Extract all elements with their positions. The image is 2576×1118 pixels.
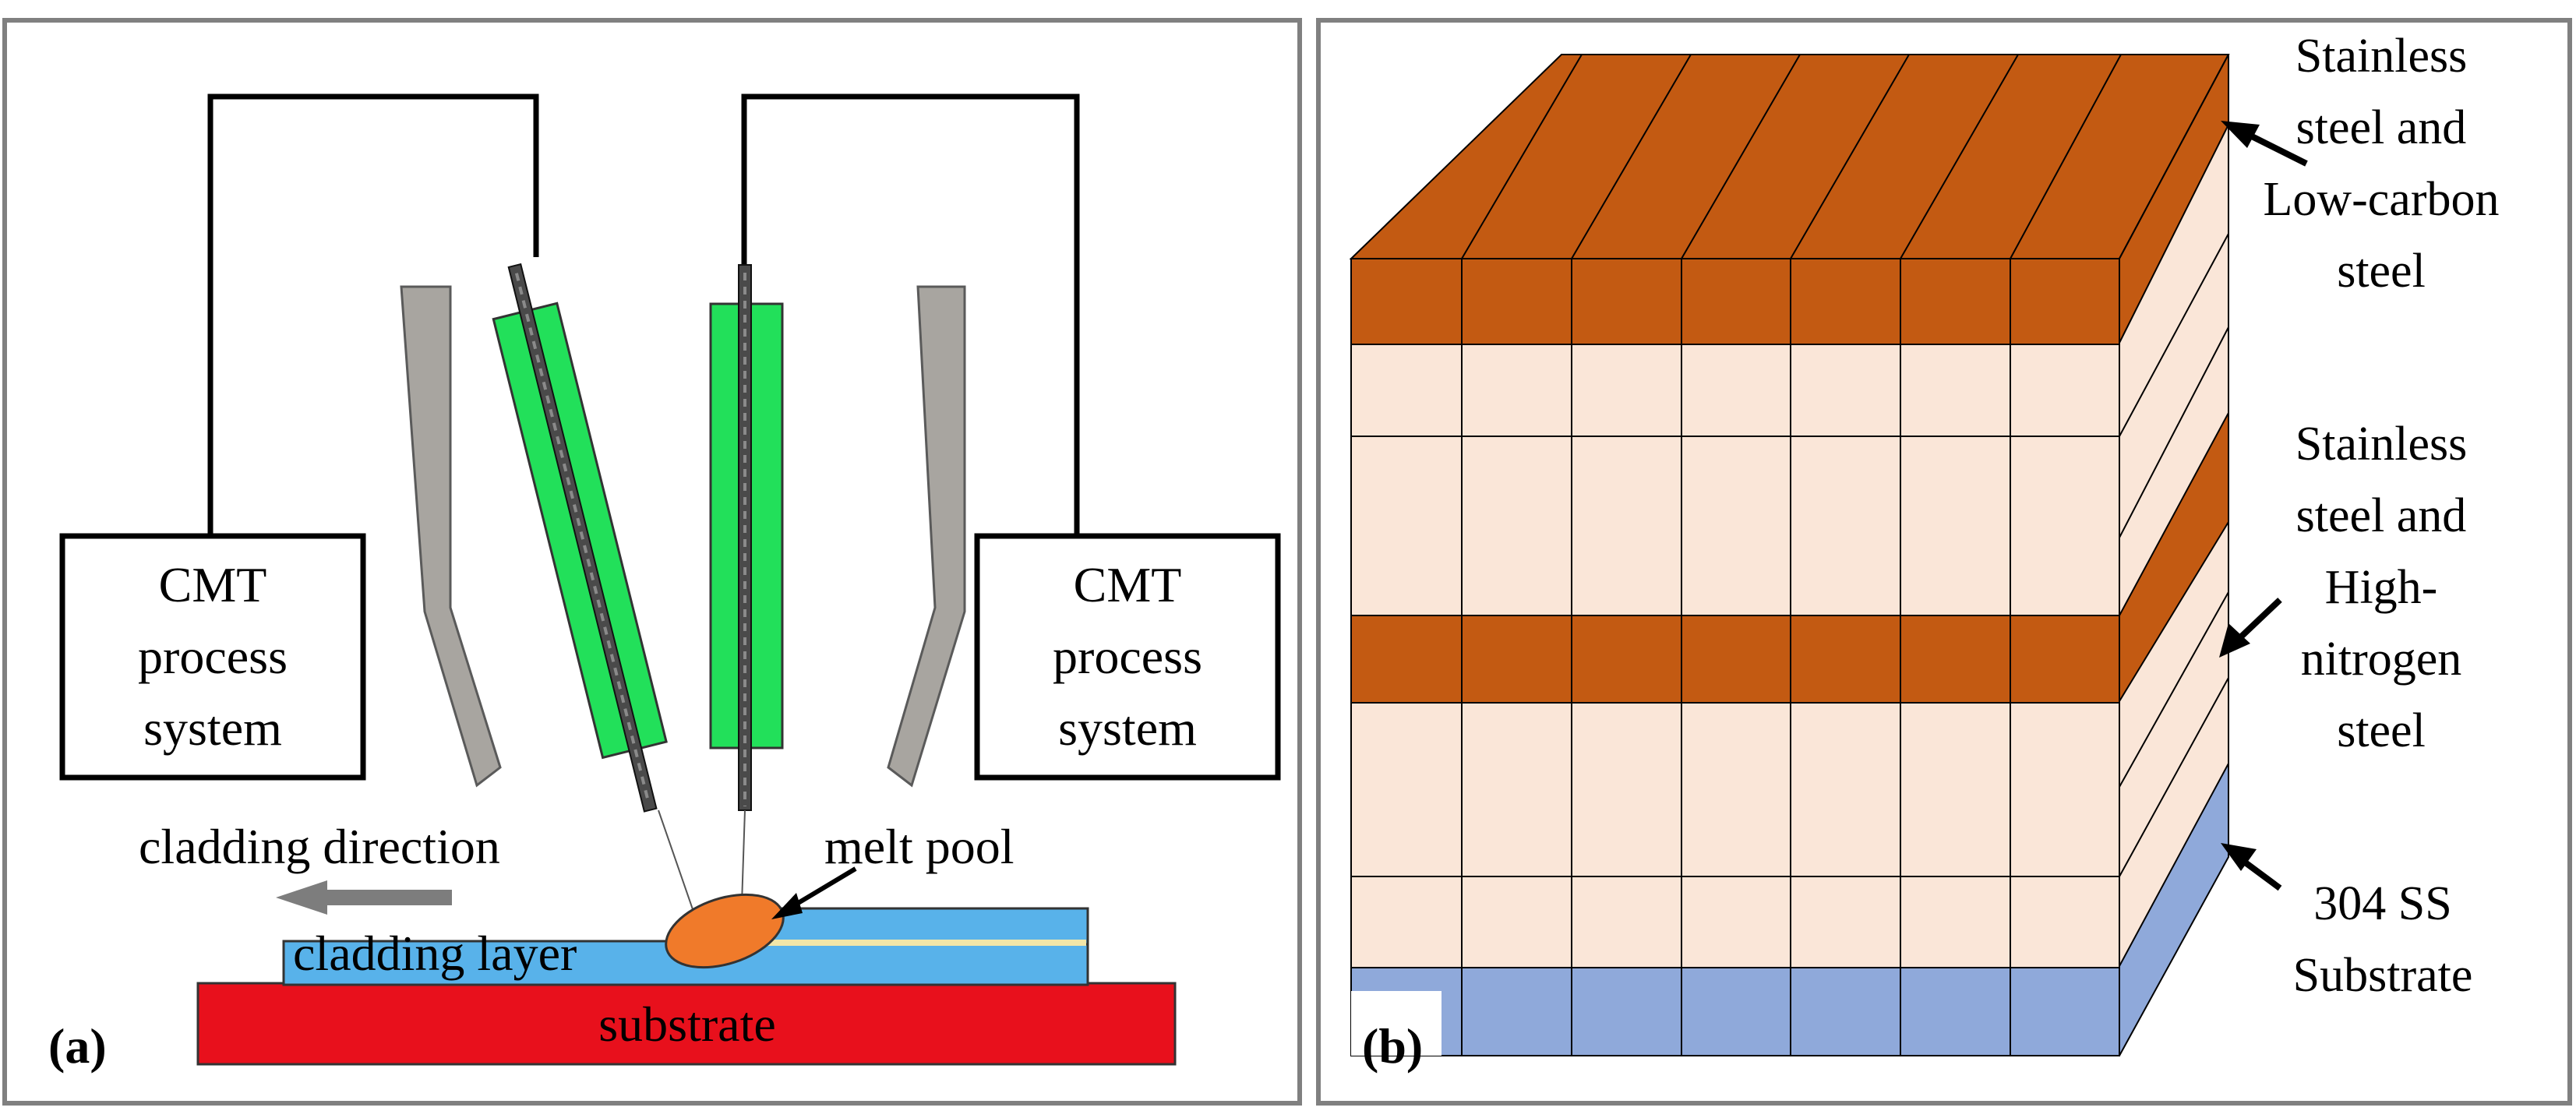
panel-b-label: (b): [1362, 1018, 1423, 1074]
front-top-layer: [1350, 258, 2120, 345]
panel-a: CMT process system CMT process system su…: [2, 18, 1302, 1106]
cmt-left-line2: process: [138, 629, 288, 684]
callout-mid-line4: nitrogen: [2301, 633, 2462, 686]
callout-mid-arrow-line: [2232, 598, 2282, 645]
left-arc-line: [658, 809, 694, 912]
callout-mid-line2: steel and: [2296, 489, 2467, 542]
callout-top-arrow-line: [2243, 129, 2308, 167]
cladding-direction-label: cladding direction: [139, 819, 500, 874]
cmt-right-line3: system: [1058, 700, 1197, 756]
tilted-wire-texture: [514, 273, 651, 803]
front-base-notch: [1351, 991, 1442, 1056]
callout-bottom-line2: Substrate: [2293, 949, 2473, 1002]
front-mid-layer: [1350, 615, 2120, 704]
cmt-right-line1: CMT: [1074, 557, 1182, 612]
panel-a-label: (a): [48, 1018, 107, 1074]
callout-top-arrowhead: [2221, 121, 2260, 148]
callout-mid-line1: Stainless: [2295, 418, 2467, 471]
front-lower-light: [1350, 702, 2120, 968]
callout-mid-arrowhead: [2219, 623, 2250, 658]
front-face-grid: [1351, 259, 2119, 1056]
callout-top-line3: Low-carbon: [2264, 173, 2500, 226]
callout-mid-line3: High-: [2325, 561, 2438, 614]
cladding-direction-arrow: [276, 880, 452, 915]
front-upper-light: [1350, 344, 2120, 616]
front-base-layer: [1350, 967, 2120, 1056]
callout-top-line1: Stainless: [2295, 30, 2467, 83]
left-nozzle: [400, 285, 502, 788]
substrate-block: [196, 982, 1177, 1066]
callout-mid-line5: steel: [2337, 704, 2426, 757]
melt-pool-arrowhead: [771, 893, 803, 919]
side-face-grid: [2119, 233, 2229, 877]
panel-b: Stainless steel and Low-carbon steel Sta…: [1316, 18, 2572, 1106]
top-face-grid: [1461, 54, 2122, 259]
right-nozzle: [887, 285, 966, 788]
cmt-right-line2: process: [1053, 629, 1202, 684]
callout-bottom-arrowhead: [2221, 843, 2257, 871]
callout-bottom-line1: 304 SS: [2313, 877, 2451, 930]
right-arc-line: [741, 809, 746, 905]
right-wire: [741, 93, 1080, 545]
cladding-layer-label: cladding layer: [293, 926, 577, 981]
substrate-label: substrate: [598, 996, 776, 1052]
cmt-left-line3: system: [143, 700, 282, 756]
cmt-box-right: [974, 533, 1281, 781]
callout-top-line2: steel and: [2296, 101, 2467, 154]
tilted-torch: [492, 263, 668, 813]
cmt-left-line1: CMT: [159, 557, 267, 612]
left-wire: [207, 93, 539, 545]
melt-pool-label: melt pool: [824, 819, 1015, 874]
callout-top-line4: steel: [2337, 245, 2426, 298]
cmt-box-left: [59, 533, 366, 781]
